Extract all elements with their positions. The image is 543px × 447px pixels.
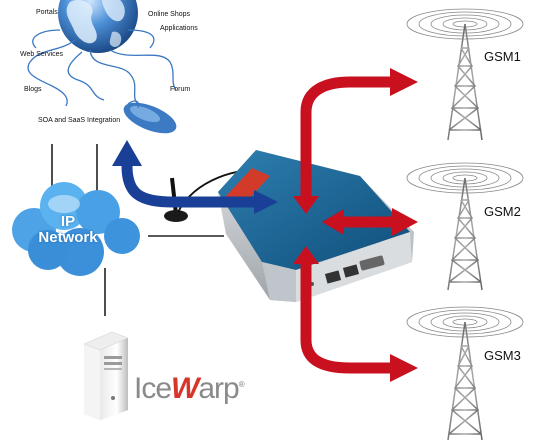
- logo-mark: W: [171, 372, 199, 405]
- icewarp-logo: IceWarp®: [134, 372, 245, 406]
- label-applications: Applications: [160, 25, 198, 32]
- ip-network-line2: Network: [38, 229, 98, 246]
- label-soa: SOA and SaaS Integration: [38, 117, 121, 124]
- ip-network-cloud: [12, 182, 140, 276]
- label-forum: Forum: [170, 86, 191, 93]
- red-arrows: [300, 76, 394, 374]
- tower-3: [406, 306, 524, 441]
- logo-registered: ®: [238, 380, 245, 389]
- tower-1: [406, 8, 524, 141]
- ip-network-line1: IP: [60, 213, 76, 230]
- tower-2: [406, 162, 524, 291]
- gsm1-label: GSM1: [484, 49, 521, 64]
- mouse-icon: [123, 100, 177, 134]
- connection-lines: [51, 144, 224, 316]
- logo-suffix: arp: [198, 372, 239, 405]
- label-web-services: Web Services: [20, 51, 64, 58]
- ip-network-label: IP Network: [30, 214, 106, 246]
- globe-icon: [58, 0, 138, 53]
- globe-cables: [27, 29, 177, 107]
- label-online-shops: Online Shops: [148, 11, 191, 18]
- gateway-device: [218, 150, 414, 302]
- gsm3-label: GSM3: [484, 348, 521, 363]
- blue-arrow: [112, 140, 278, 214]
- gsm2-label: GSM2: [484, 204, 521, 219]
- label-portals: Portals: [36, 9, 58, 16]
- label-blogs: Blogs: [24, 86, 42, 93]
- logo-prefix: Ice: [134, 372, 172, 405]
- server-icon: [83, 331, 129, 420]
- red-arrowheads: [293, 68, 418, 382]
